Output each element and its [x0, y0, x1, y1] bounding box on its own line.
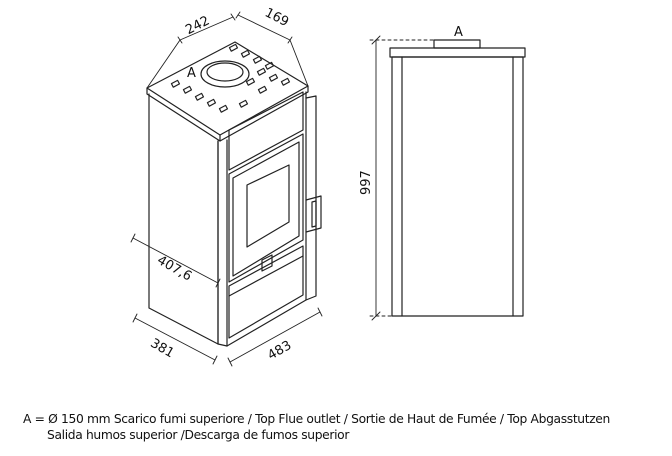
side-flue-outlet — [433, 39, 481, 49]
stove-side-view — [369, 35, 526, 321]
dim-diagonal: 407,6 — [154, 253, 194, 285]
stove-top-plate — [146, 41, 309, 136]
legend-line-2: Salida humos superior /Descarga de fumos… — [47, 428, 350, 442]
dimension-line-diagonal — [130, 233, 221, 288]
dim-top-width: 242 — [183, 13, 212, 38]
flue-outlet-ring — [200, 60, 250, 88]
stove-door-latch — [261, 254, 273, 272]
stove-front-frame — [217, 139, 228, 347]
stove-door — [228, 133, 304, 283]
stove-handle — [305, 195, 322, 233]
stove-upper-panel — [228, 91, 304, 171]
flue-marker-side: A — [454, 25, 463, 40]
dim-width: 483 — [265, 338, 294, 363]
top-vent-slots — [170, 43, 291, 113]
dimension-line-height — [369, 39, 435, 317]
dim-height: 997 — [359, 170, 374, 195]
side-body — [391, 56, 524, 317]
stove-door-glass — [246, 164, 290, 248]
stove-ash-panel — [228, 245, 304, 339]
side-top-plate — [389, 47, 526, 58]
dim-top-depth: 169 — [262, 5, 291, 30]
stove-iso-view — [130, 11, 323, 367]
legend-line-1: A = Ø 150 mm Scarico fumi superiore / To… — [23, 412, 610, 426]
flue-outlet-inner — [206, 62, 244, 82]
stove-left-side — [148, 93, 219, 345]
flue-marker-front: A — [187, 66, 196, 81]
dimension-lines-top — [146, 11, 309, 89]
dimension-lines-base — [132, 307, 323, 367]
legend-caption: A = Ø 150 mm Scarico fumi superiore / To… — [23, 411, 672, 443]
dim-depth: 381 — [148, 336, 177, 361]
